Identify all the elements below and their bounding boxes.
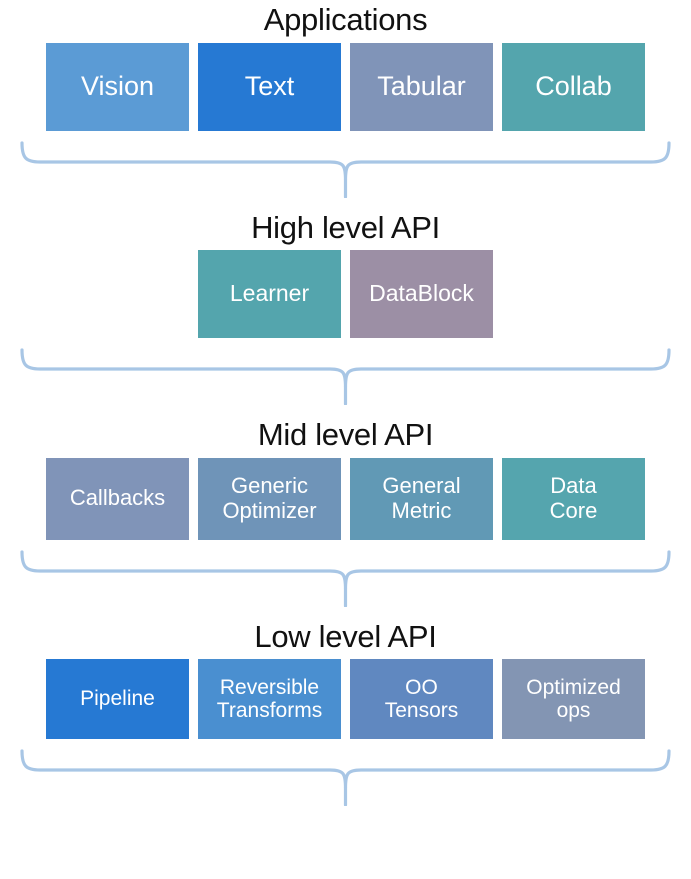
- box-row-low-level-api: Pipeline Reversible Transforms OO Tensor…: [46, 659, 645, 740]
- box-label-data-core: Data Core: [549, 473, 598, 523]
- box-reversible-transforms[interactable]: Reversible Transforms: [198, 659, 341, 740]
- box-label-reversible-transforms: Reversible Transforms: [216, 675, 323, 723]
- layer-applications: Applications Vision Text Tabular Collab: [0, 2, 691, 198]
- box-pipeline[interactable]: Pipeline: [46, 659, 189, 740]
- box-label-collab: Collab: [535, 71, 612, 102]
- box-label-vision: Vision: [80, 71, 155, 102]
- layer-heading-applications: Applications: [263, 2, 428, 37]
- brace-mid-level-api: [0, 549, 691, 607]
- brace-high-level-api: [0, 347, 691, 406]
- layer-high-level-api: High level API Learner DataBlock: [0, 209, 691, 406]
- box-data-core[interactable]: Data Core: [502, 457, 645, 540]
- box-learner[interactable]: Learner: [198, 250, 341, 339]
- box-label-optimized-ops: Optimized ops: [526, 675, 621, 723]
- box-row-applications: Vision Text Tabular Collab: [46, 42, 645, 131]
- box-label-text: Text: [244, 71, 295, 102]
- box-oo-tensors[interactable]: OO Tensors: [350, 659, 493, 740]
- brace-low-level-api: [0, 748, 691, 807]
- box-row-mid-level-api: Callbacks Generic Optimizer General Metr…: [46, 457, 645, 540]
- box-label-learner: Learner: [229, 280, 310, 307]
- box-label-general-metric: General Metric: [382, 473, 461, 523]
- brace-applications: [0, 140, 691, 198]
- box-label-oo-tensors: OO Tensors: [384, 675, 459, 723]
- box-callbacks[interactable]: Callbacks: [46, 457, 189, 540]
- box-tabular[interactable]: Tabular: [350, 42, 493, 131]
- box-generic-optimizer[interactable]: Generic Optimizer: [198, 457, 341, 540]
- box-text[interactable]: Text: [198, 42, 341, 131]
- layer-heading-mid-level-api: Mid level API: [257, 417, 434, 453]
- box-label-generic-optimizer: Generic Optimizer: [222, 473, 317, 523]
- box-label-datablock: DataBlock: [369, 280, 474, 307]
- box-general-metric[interactable]: General Metric: [350, 457, 493, 540]
- box-row-high-level-api: Learner DataBlock: [198, 250, 493, 339]
- layer-low-level-api: Low level API Pipeline Reversible Transf…: [0, 618, 691, 807]
- box-optimized-ops[interactable]: Optimized ops: [502, 659, 645, 740]
- box-collab[interactable]: Collab: [502, 42, 645, 131]
- box-vision[interactable]: Vision: [46, 42, 189, 131]
- layer-heading-high-level-api: High level API: [251, 209, 440, 245]
- box-label-pipeline: Pipeline: [80, 687, 155, 711]
- layer-mid-level-api: Mid level API Callbacks Generic Optimize…: [0, 419, 691, 607]
- box-label-tabular: Tabular: [377, 71, 466, 102]
- layer-heading-low-level-api: Low level API: [254, 618, 437, 654]
- box-datablock[interactable]: DataBlock: [350, 250, 493, 339]
- box-label-callbacks: Callbacks: [69, 485, 166, 511]
